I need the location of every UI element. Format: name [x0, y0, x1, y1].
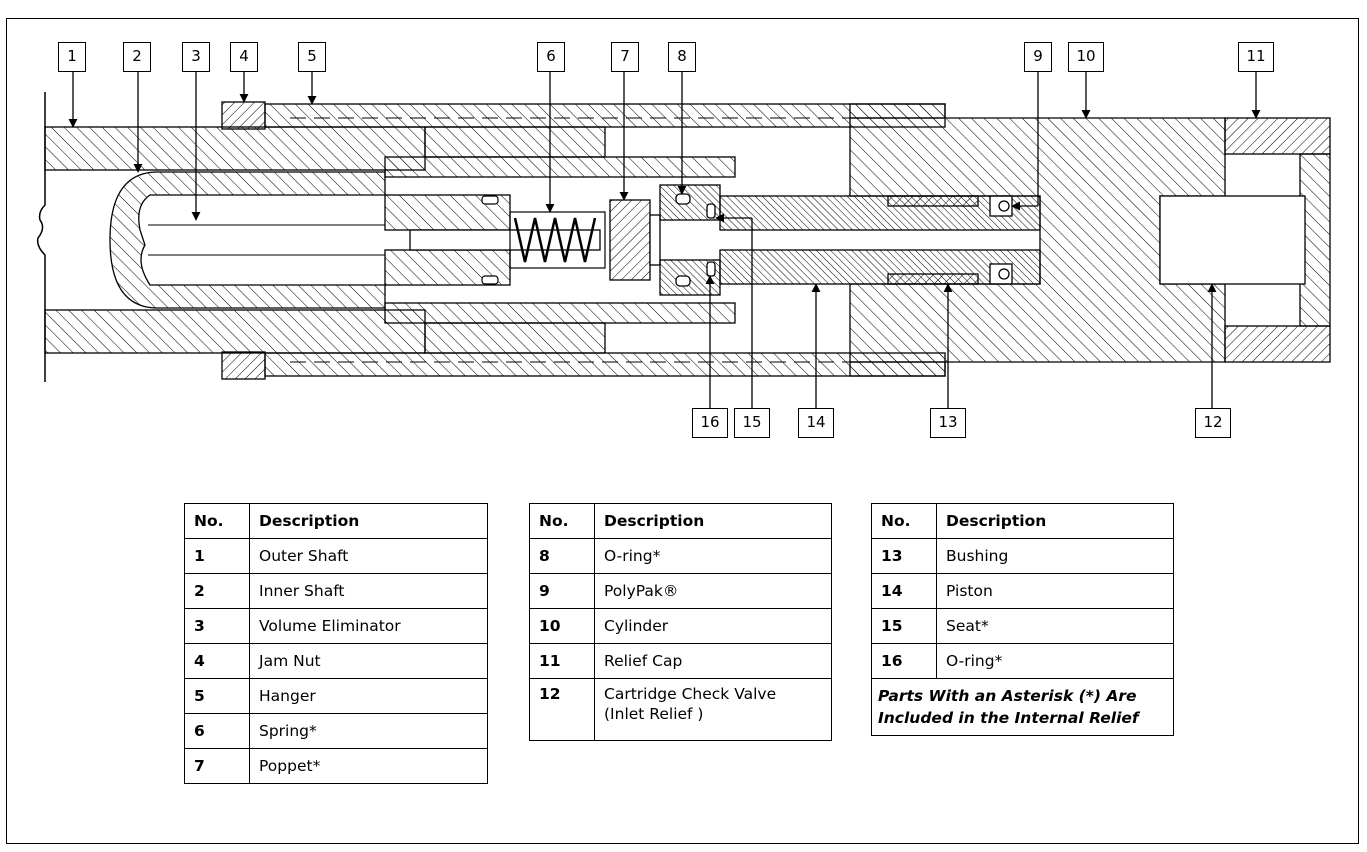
table-note-row: Parts With an Asterisk (*) Are Included … [871, 678, 1174, 736]
callout-3: 3 [182, 42, 210, 72]
part-number: 5 [184, 678, 250, 714]
part-number: 7 [184, 748, 250, 784]
poppet-part [609, 199, 661, 281]
o-ring-16 [706, 203, 716, 277]
part-number: 6 [184, 713, 250, 749]
callout-6: 6 [537, 42, 565, 72]
part-number: 2 [184, 573, 250, 609]
callout-16: 16 [692, 408, 728, 438]
part-number: 3 [184, 608, 250, 644]
part-description-line1: Cartridge Check Valve [604, 685, 777, 703]
callout-5: 5 [298, 42, 326, 72]
jam-nut-part [221, 101, 266, 380]
part-description: Poppet* [249, 748, 488, 784]
shaft-break-line [36, 92, 46, 382]
callout-7: 7 [611, 42, 639, 72]
part-description: Inner Shaft [249, 573, 488, 609]
part-number: 15 [871, 608, 937, 644]
callout-13: 13 [930, 408, 966, 438]
spring-part [513, 217, 597, 263]
asterisk-note: Parts With an Asterisk (*) Are Included … [871, 678, 1174, 736]
inner-shaft-part [109, 156, 736, 324]
part-number: 12 [529, 678, 595, 741]
small-o-rings [481, 195, 499, 285]
cartridge-check-valve-part [1159, 195, 1306, 285]
callout-2: 2 [123, 42, 151, 72]
part-description: Jam Nut [249, 643, 488, 679]
part-number: 4 [184, 643, 250, 679]
column-header-description: Description [249, 503, 488, 539]
figure-frame [6, 18, 1359, 844]
part-number: 14 [871, 573, 937, 609]
part-description: Cylinder [594, 608, 832, 644]
part-description: Hanger [249, 678, 488, 714]
leader-lines [68, 72, 1261, 408]
part-description: Volume Eliminator [249, 608, 488, 644]
outer-shaft-part [44, 126, 606, 354]
spring-cavity [509, 211, 606, 269]
callout-14: 14 [798, 408, 834, 438]
callout-15: 15 [734, 408, 770, 438]
part-description: O-ring* [594, 538, 832, 574]
part-number: 13 [871, 538, 937, 574]
table-header-row: No. Description [529, 503, 832, 539]
part-number: 16 [871, 643, 937, 679]
part-description: Cartridge Check Valve (Inlet Relief ) [594, 678, 832, 741]
volume-eliminator-part [148, 194, 601, 286]
part-description: Piston [936, 573, 1174, 609]
part-description-line2: (Inlet Relief ) [604, 705, 704, 723]
part-description: PolyPak® [594, 573, 832, 609]
table-header-row: No. Description [184, 503, 488, 539]
column-header-description: Description [936, 503, 1174, 539]
callout-9: 9 [1024, 42, 1052, 72]
callout-8: 8 [668, 42, 696, 72]
part-description: Seat* [936, 608, 1174, 644]
column-header-no: No. [529, 503, 595, 539]
column-header-no: No. [184, 503, 250, 539]
column-header-no: No. [871, 503, 937, 539]
part-number: 11 [529, 643, 595, 679]
callout-11: 11 [1238, 42, 1274, 72]
column-header-description: Description [594, 503, 832, 539]
piston-part [719, 195, 1041, 285]
polypak-part [989, 195, 1013, 285]
part-description: Bushing [936, 538, 1174, 574]
part-description: Outer Shaft [249, 538, 488, 574]
part-description: O-ring* [936, 643, 1174, 679]
callout-12: 12 [1195, 408, 1231, 438]
part-description: Relief Cap [594, 643, 832, 679]
callout-4: 4 [230, 42, 258, 72]
table-row: 12 Cartridge Check Valve (Inlet Relief ) [529, 678, 832, 741]
callout-10: 10 [1068, 42, 1104, 72]
part-number: 9 [529, 573, 595, 609]
part-number: 1 [184, 538, 250, 574]
part-description: Spring* [249, 713, 488, 749]
part-number: 10 [529, 608, 595, 644]
part-number: 8 [529, 538, 595, 574]
callout-1: 1 [58, 42, 86, 72]
table-header-row: No. Description [871, 503, 1174, 539]
